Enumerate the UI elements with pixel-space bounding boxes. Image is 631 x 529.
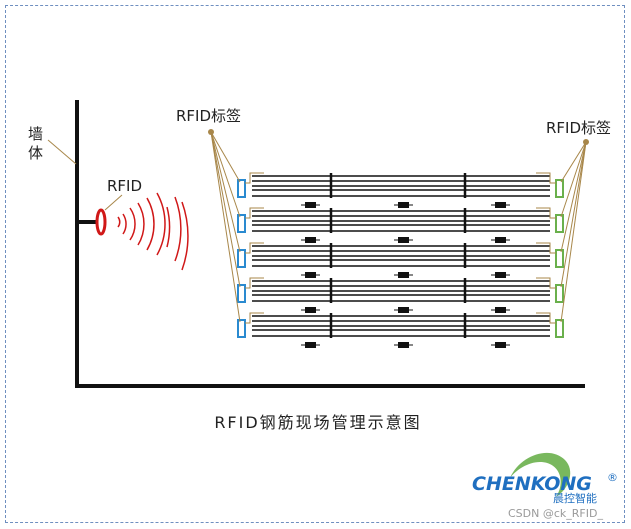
- rfid-tag-icon: [555, 319, 564, 338]
- tag-connector: [536, 207, 556, 219]
- rfid-tag-icon: [237, 284, 246, 303]
- tag-label-right: RFID标签: [546, 119, 611, 137]
- rfid-tag-icon: [237, 319, 246, 338]
- tag-leaders: [210, 131, 587, 323]
- reader-leader: [104, 194, 123, 211]
- chenkong-logo: CHENKONG ® 晨控智能: [472, 452, 618, 505]
- diagram-caption: RFID钢筋现场管理示意图: [214, 413, 421, 432]
- tag-leader-right: [560, 141, 587, 183]
- wall-leader: [47, 139, 77, 165]
- rebar-layer: [252, 173, 550, 208]
- tag-label-left: RFID标签: [176, 107, 241, 125]
- tag-connector: [245, 172, 264, 184]
- signal-waves-icon: [117, 192, 189, 271]
- rfid-tag-icon: [555, 214, 564, 233]
- logo-subtitle: 晨控智能: [553, 491, 597, 505]
- rebar-layer: [252, 243, 550, 278]
- tag-leader-left: [210, 131, 241, 323]
- watermark: CSDN @ck_RFID_: [508, 507, 603, 520]
- rebar-layer: [252, 278, 550, 313]
- tag-connector: [536, 172, 556, 184]
- tag-leader-right: [560, 141, 587, 288]
- rfid-reader-icon: [95, 208, 107, 236]
- rebar-layer: [252, 313, 550, 348]
- rebar-stack: [252, 173, 550, 348]
- tag-leader-right: [560, 141, 587, 253]
- rfid-tag-icon: [555, 249, 564, 268]
- tag-connector: [536, 312, 556, 324]
- tag-leader-left: [210, 131, 241, 183]
- tag-leader-right: [560, 141, 587, 323]
- rfid-tag-icon: [555, 179, 564, 198]
- reader-label: RFID: [107, 177, 142, 195]
- logo-brand: CHENKONG: [472, 473, 592, 495]
- tag-connector: [245, 242, 264, 254]
- rfid-tag-icon: [237, 249, 246, 268]
- rfid-tag-icon: [237, 214, 246, 233]
- tag-leader-left: [210, 131, 241, 218]
- rfid-tags: [237, 172, 564, 338]
- tag-connector: [536, 242, 556, 254]
- tag-connector: [245, 277, 264, 289]
- tag-leader-left: [210, 131, 241, 288]
- wall-label: 墙: [28, 125, 43, 143]
- logo-registered: ®: [607, 471, 618, 484]
- rfid-tag-icon: [237, 179, 246, 198]
- rebar-layer: [252, 208, 550, 243]
- tag-connector: [536, 277, 556, 289]
- rfid-tag-icon: [555, 284, 564, 303]
- tag-leader-right: [560, 141, 587, 218]
- chenkong-swoosh-icon: [510, 452, 571, 497]
- tag-leader-left: [210, 131, 241, 253]
- wall-label-2: 体: [28, 144, 43, 162]
- diagram-border: [5, 5, 625, 523]
- tag-connector: [245, 207, 264, 219]
- tag-connector: [245, 312, 264, 324]
